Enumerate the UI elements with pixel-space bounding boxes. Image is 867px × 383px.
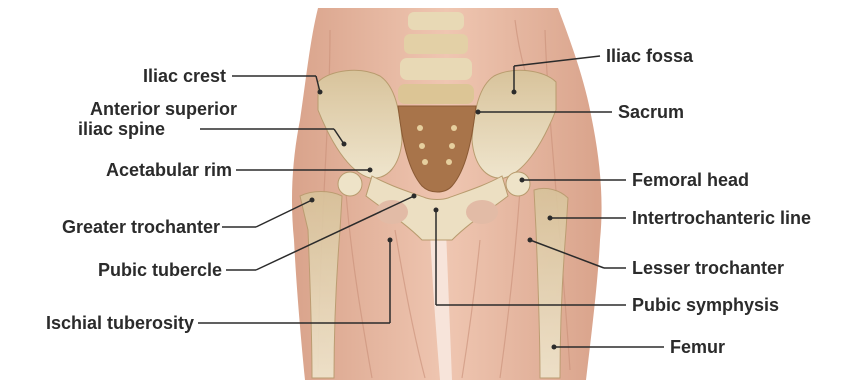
label-asis-line1: Anterior superior (90, 99, 237, 119)
left-femoral-head (338, 172, 362, 196)
label-ischial-tuberosity: Ischial tuberosity (46, 313, 194, 333)
lumbar-vertebrae (398, 12, 474, 104)
label-sacrum: Sacrum (618, 102, 684, 122)
label-iliac-fossa: Iliac fossa (606, 46, 693, 66)
label-iliac-crest: Iliac crest (143, 66, 226, 86)
label-greater-trochanter: Greater trochanter (62, 217, 220, 237)
label-pubic-symphysis: Pubic symphysis (632, 295, 779, 315)
label-pubic-tubercle: Pubic tubercle (98, 260, 222, 280)
label-asis-line2: iliac spine (78, 119, 165, 139)
label-intertrochanteric-line: Intertrochanteric line (632, 208, 811, 228)
label-acetabular-rim: Acetabular rim (106, 160, 232, 180)
label-lesser-trochanter: Lesser trochanter (632, 258, 784, 278)
label-femoral-head: Femoral head (632, 170, 749, 190)
right-femoral-head (506, 172, 530, 196)
right-obturator (466, 200, 498, 224)
label-femur: Femur (670, 337, 725, 357)
